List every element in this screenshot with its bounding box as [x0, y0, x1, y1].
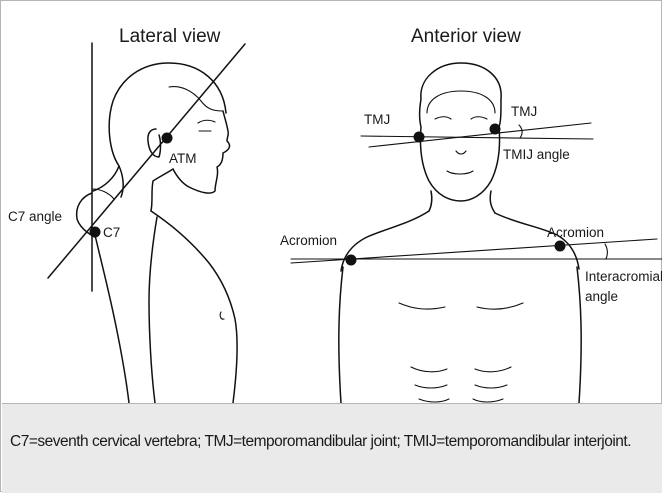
tmj-horizontal-line [361, 136, 593, 139]
tmj-left-point [414, 132, 425, 143]
neck-left [429, 191, 432, 211]
head-back-outline [109, 63, 226, 197]
interacromial-angle-arc [605, 244, 607, 259]
right-eyebrow [471, 117, 487, 119]
abs-4 [475, 385, 507, 388]
c7-atm-line [48, 44, 245, 278]
figure-caption: C7=seventh cervical vertebra; TMJ=tempor… [10, 430, 655, 454]
caption-box: C7=seventh cervical vertebra; TMJ=tempor… [2, 403, 662, 493]
lateral-figure [48, 43, 245, 403]
acromion-right-point [555, 241, 566, 252]
c7-angle-label: C7 angle [8, 209, 62, 224]
neck-front [151, 169, 173, 211]
anterior-view-title: Anterior view [411, 26, 521, 47]
nipple [220, 312, 224, 319]
abs-1 [411, 367, 447, 372]
tmj-left-label: TMJ [364, 112, 390, 127]
acromion-right-label: Acromion [547, 225, 604, 240]
anterior-figure [291, 63, 662, 403]
hair-fringe [427, 91, 495, 113]
tmj-right-label: TMJ [511, 104, 537, 119]
torso-left [339, 267, 343, 403]
abs-3 [415, 385, 447, 388]
eyebrow [198, 120, 215, 123]
posture-diagram: Lateral view ATM C7 angle C7 [1, 1, 662, 403]
acromion-left-label: Acromion [280, 233, 337, 248]
interacromial-label-line1: Interacromial [585, 269, 662, 284]
atm-label: ATM [169, 151, 197, 166]
atm-point [162, 133, 173, 144]
hairline [169, 87, 223, 111]
c7-label: C7 [103, 225, 120, 240]
right-pectoral [477, 303, 523, 309]
abs-2 [475, 367, 511, 372]
neck-right [490, 191, 495, 213]
abs-5 [419, 399, 449, 402]
abs-6 [473, 399, 503, 402]
tmj-right-point [490, 124, 501, 135]
head-outline [420, 63, 502, 201]
arm-outline [149, 217, 157, 403]
torso-right [577, 267, 581, 403]
tmij-angle-label: TMIJ angle [503, 147, 570, 162]
c7-point [90, 227, 101, 238]
right-shoulder [495, 213, 579, 269]
tmij-angle-arc [519, 125, 522, 138]
neck-back [93, 166, 119, 191]
lateral-view-title: Lateral view [119, 26, 221, 47]
chest-outline [151, 211, 237, 403]
left-eyebrow [435, 117, 451, 119]
nose [456, 151, 466, 154]
acromion-left-point [346, 255, 357, 266]
mouth [447, 171, 473, 174]
back-outline [95, 235, 129, 403]
interacromial-label-line2: angle [585, 289, 618, 304]
left-pectoral [399, 303, 445, 309]
tmj-tilted-line [369, 123, 591, 147]
